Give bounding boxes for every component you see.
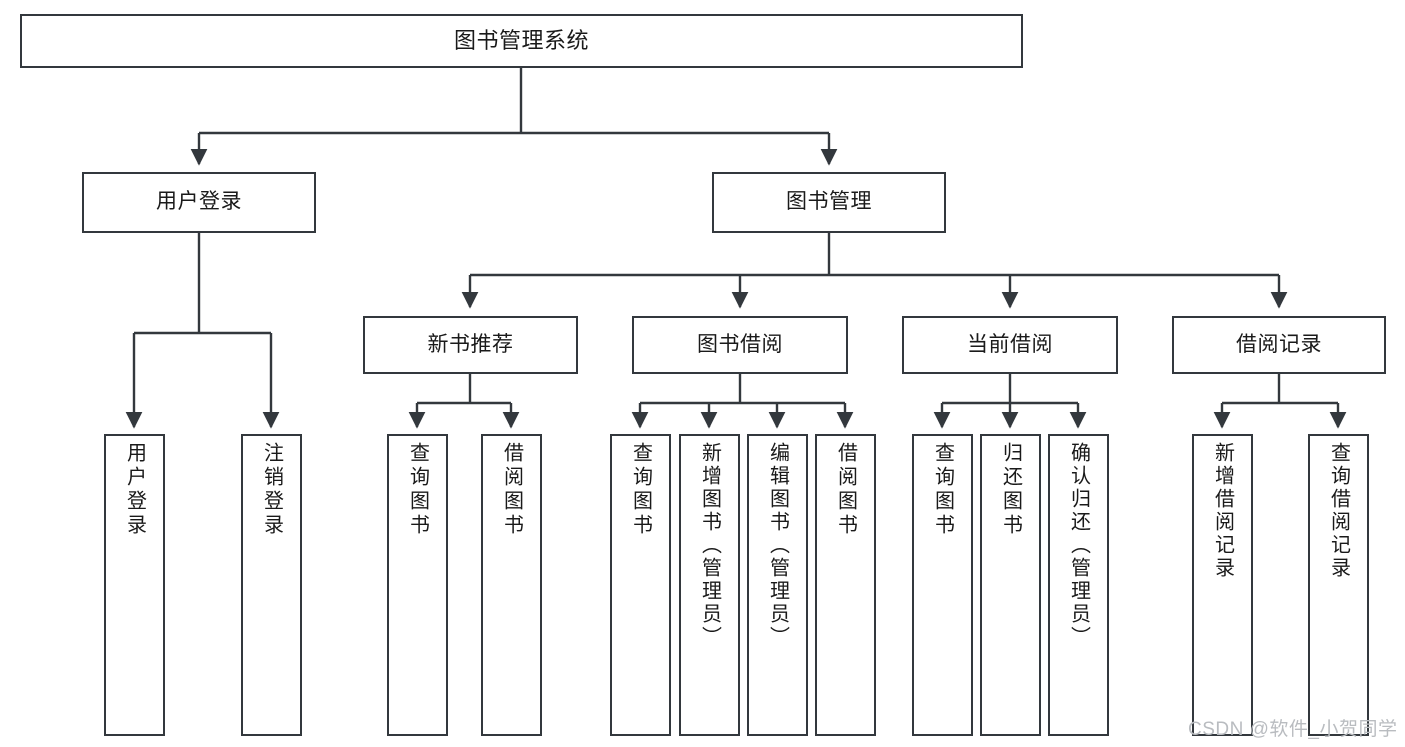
leaf-borrow-borrow-book-label: 借阅图书 xyxy=(834,442,857,538)
leaf-recommend-query-book[interactable]: 查询图书 xyxy=(387,434,448,736)
leaf-current-return-book-label: 归还图书 xyxy=(999,442,1022,538)
node-root-label: 图书管理系统 xyxy=(453,28,589,54)
leaf-borrow-query-book-label: 查询图书 xyxy=(629,442,652,538)
node-root[interactable]: 图书管理系统 xyxy=(20,14,1023,68)
leaf-record-add-borrow-record-label: 新增借阅记录 xyxy=(1211,442,1234,580)
leaf-current-confirm-return-admin[interactable]: 确认归还（管理员） xyxy=(1048,434,1109,736)
leaf-current-confirm-return-admin-label: 确认归还（管理员） xyxy=(1067,442,1090,649)
node-user-login[interactable]: 用户登录 xyxy=(82,172,316,233)
node-borrow-record-label: 借阅记录 xyxy=(1236,332,1322,356)
leaf-current-query-book-label: 查询图书 xyxy=(931,442,954,538)
csdn-watermark: CSDN @软件_小贺同学 xyxy=(1188,714,1397,741)
leaf-record-query-borrow-record[interactable]: 查询借阅记录 xyxy=(1308,434,1369,736)
node-borrow-record[interactable]: 借阅记录 xyxy=(1172,316,1386,374)
leaf-current-query-book[interactable]: 查询图书 xyxy=(912,434,973,736)
leaf-user-logout[interactable]: 注销登录 xyxy=(241,434,302,736)
leaf-borrow-query-book[interactable]: 查询图书 xyxy=(610,434,671,736)
leaf-user-login-label: 用户登录 xyxy=(123,442,146,538)
leaf-borrow-add-book-admin[interactable]: 新增图书（管理员） xyxy=(679,434,740,736)
leaf-user-login[interactable]: 用户登录 xyxy=(104,434,165,736)
node-book-management-label: 图书管理 xyxy=(786,190,872,214)
csdn-watermark-text: CSDN @软件_小贺同学 xyxy=(1188,719,1398,740)
leaf-recommend-borrow-book-label: 借阅图书 xyxy=(500,442,523,538)
leaf-borrow-edit-book-admin-label: 编辑图书（管理员） xyxy=(766,442,789,649)
node-current-borrow-label: 当前借阅 xyxy=(967,332,1053,356)
node-book-borrow[interactable]: 图书借阅 xyxy=(632,316,848,374)
leaf-record-query-borrow-record-label: 查询借阅记录 xyxy=(1327,442,1350,580)
leaf-record-add-borrow-record[interactable]: 新增借阅记录 xyxy=(1192,434,1253,736)
node-current-borrow[interactable]: 当前借阅 xyxy=(902,316,1118,374)
leaf-borrow-add-book-admin-label: 新增图书（管理员） xyxy=(698,442,721,649)
node-new-book-recommend[interactable]: 新书推荐 xyxy=(363,316,578,374)
leaf-borrow-borrow-book[interactable]: 借阅图书 xyxy=(815,434,876,736)
node-new-book-recommend-label: 新书推荐 xyxy=(427,332,514,356)
leaf-current-return-book[interactable]: 归还图书 xyxy=(980,434,1041,736)
node-book-management[interactable]: 图书管理 xyxy=(712,172,946,233)
leaf-borrow-edit-book-admin[interactable]: 编辑图书（管理员） xyxy=(747,434,808,736)
leaf-recommend-borrow-book[interactable]: 借阅图书 xyxy=(481,434,542,736)
node-user-login-label: 用户登录 xyxy=(156,190,242,214)
leaf-user-logout-label: 注销登录 xyxy=(260,442,283,538)
node-book-borrow-label: 图书借阅 xyxy=(697,332,783,356)
leaf-recommend-query-book-label: 查询图书 xyxy=(406,442,429,538)
